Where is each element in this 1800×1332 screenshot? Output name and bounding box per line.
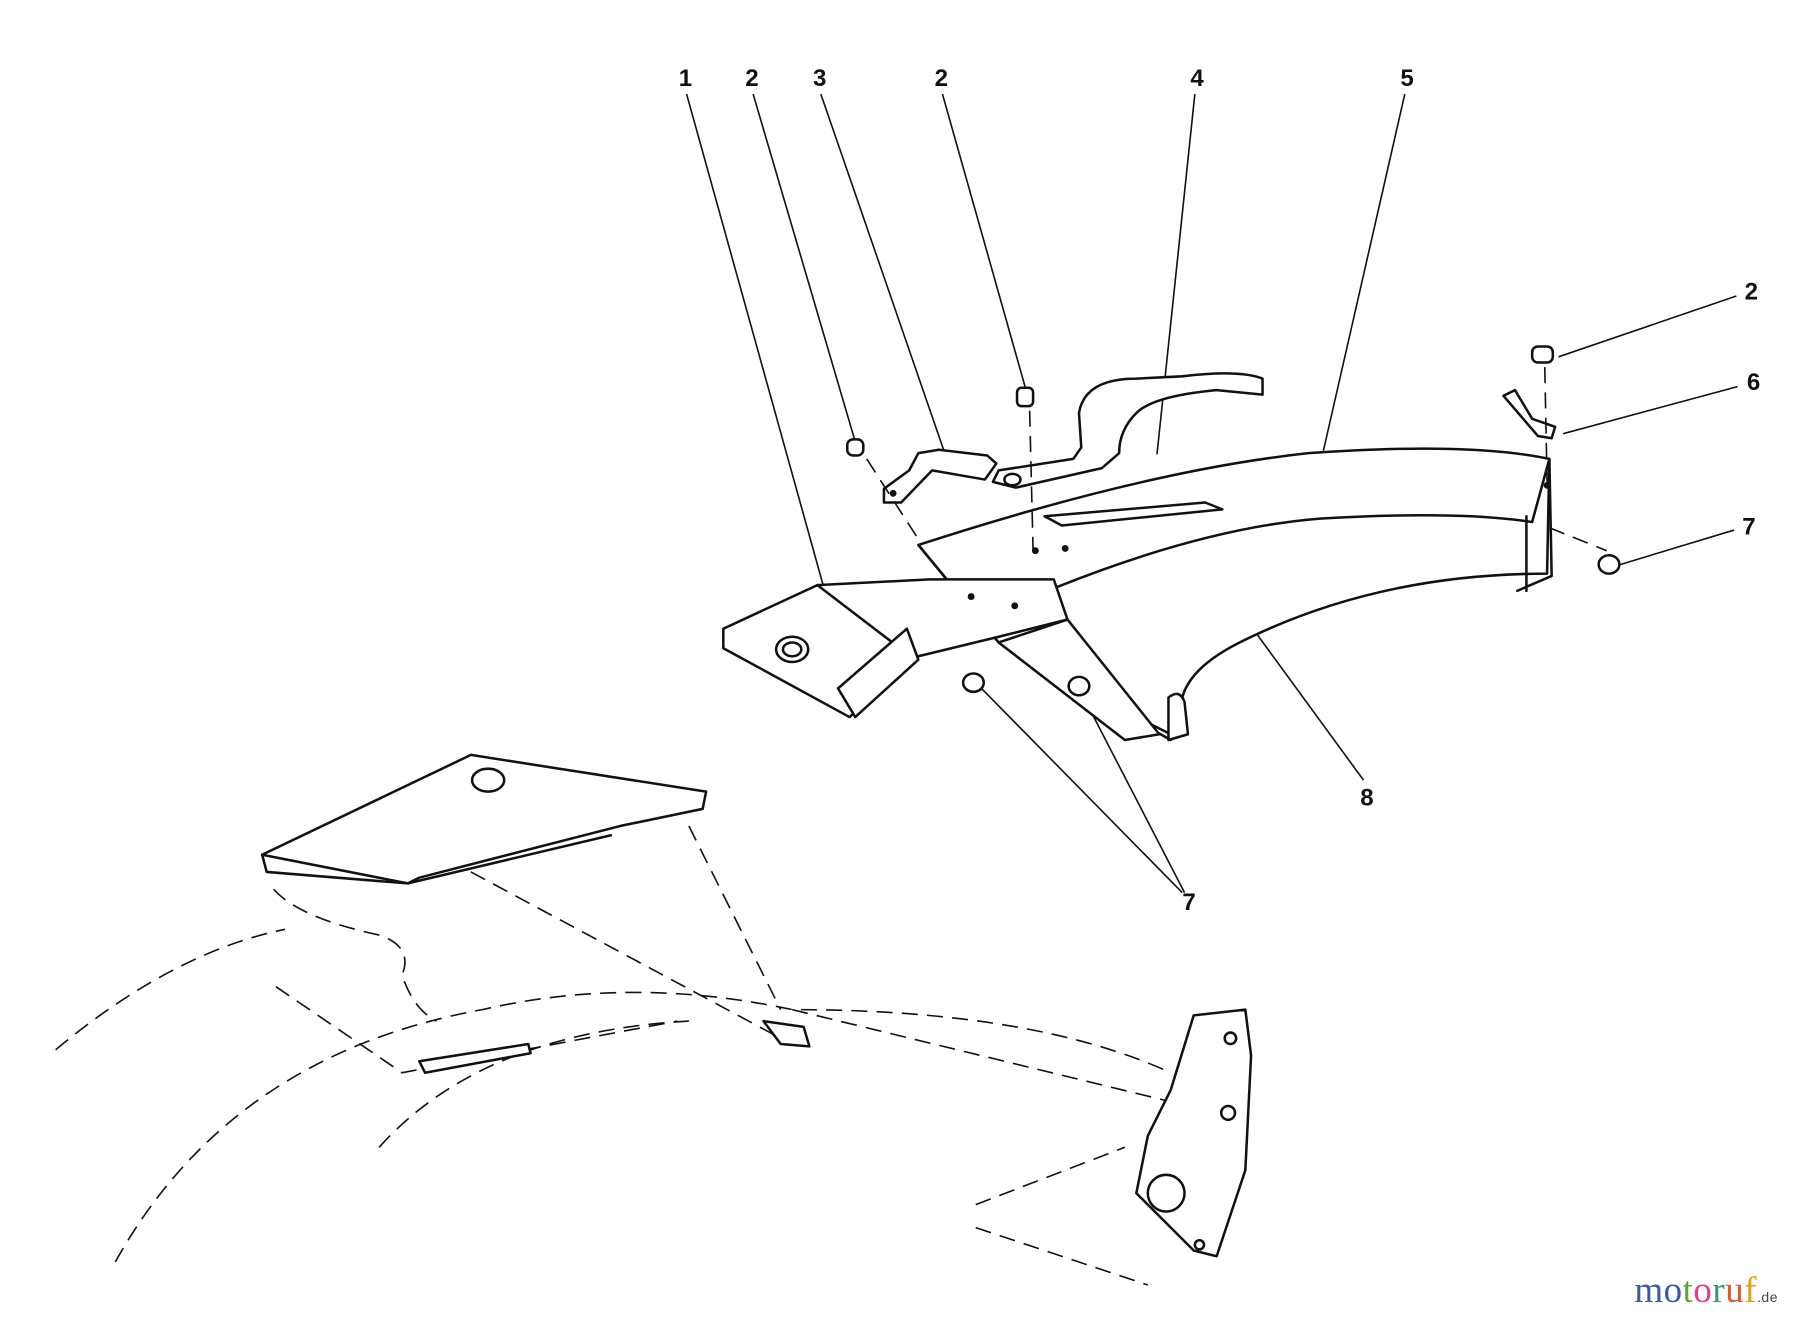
watermark-letter: u xyxy=(1725,1270,1745,1311)
screw-2a xyxy=(845,438,865,457)
watermark-letter: o xyxy=(1693,1270,1713,1311)
nut-7b xyxy=(961,672,986,694)
callout-6: 6 xyxy=(1747,369,1760,396)
callout-5: 5 xyxy=(1400,65,1413,92)
nut-7a xyxy=(1597,554,1621,575)
watermark-letter: r xyxy=(1712,1270,1726,1311)
callout-1: 1 xyxy=(679,65,692,92)
callout-8: 8 xyxy=(1360,784,1373,811)
callout-7a: 7 xyxy=(1742,514,1755,541)
callout-7b: 7 xyxy=(1182,889,1195,916)
mower-housing xyxy=(55,753,1253,1286)
screw-2c xyxy=(1530,345,1555,364)
watermark-suffix: .de xyxy=(1757,1289,1778,1305)
watermark-text: motoruf xyxy=(1634,1270,1757,1311)
fasteners xyxy=(845,345,1621,697)
part-4-handle xyxy=(991,372,1264,489)
callout-3: 3 xyxy=(813,65,826,92)
nut-7c xyxy=(1067,675,1091,697)
watermark-letter: t xyxy=(1682,1270,1694,1311)
watermark-letter: m xyxy=(1634,1270,1664,1311)
callout-4: 4 xyxy=(1190,65,1204,92)
watermark-letter: o xyxy=(1663,1270,1683,1311)
clip-6 xyxy=(1502,388,1557,440)
part-8-decal xyxy=(1043,501,1224,527)
screw-2b xyxy=(1015,386,1035,408)
callout-2b: 2 xyxy=(935,65,948,92)
watermark-letter: f xyxy=(1744,1270,1758,1311)
watermark-logo: motoruf.de xyxy=(1634,1269,1778,1312)
callout-2a: 2 xyxy=(745,65,758,92)
part-3-bracket xyxy=(882,448,998,504)
callout-2c: 2 xyxy=(1745,278,1758,305)
